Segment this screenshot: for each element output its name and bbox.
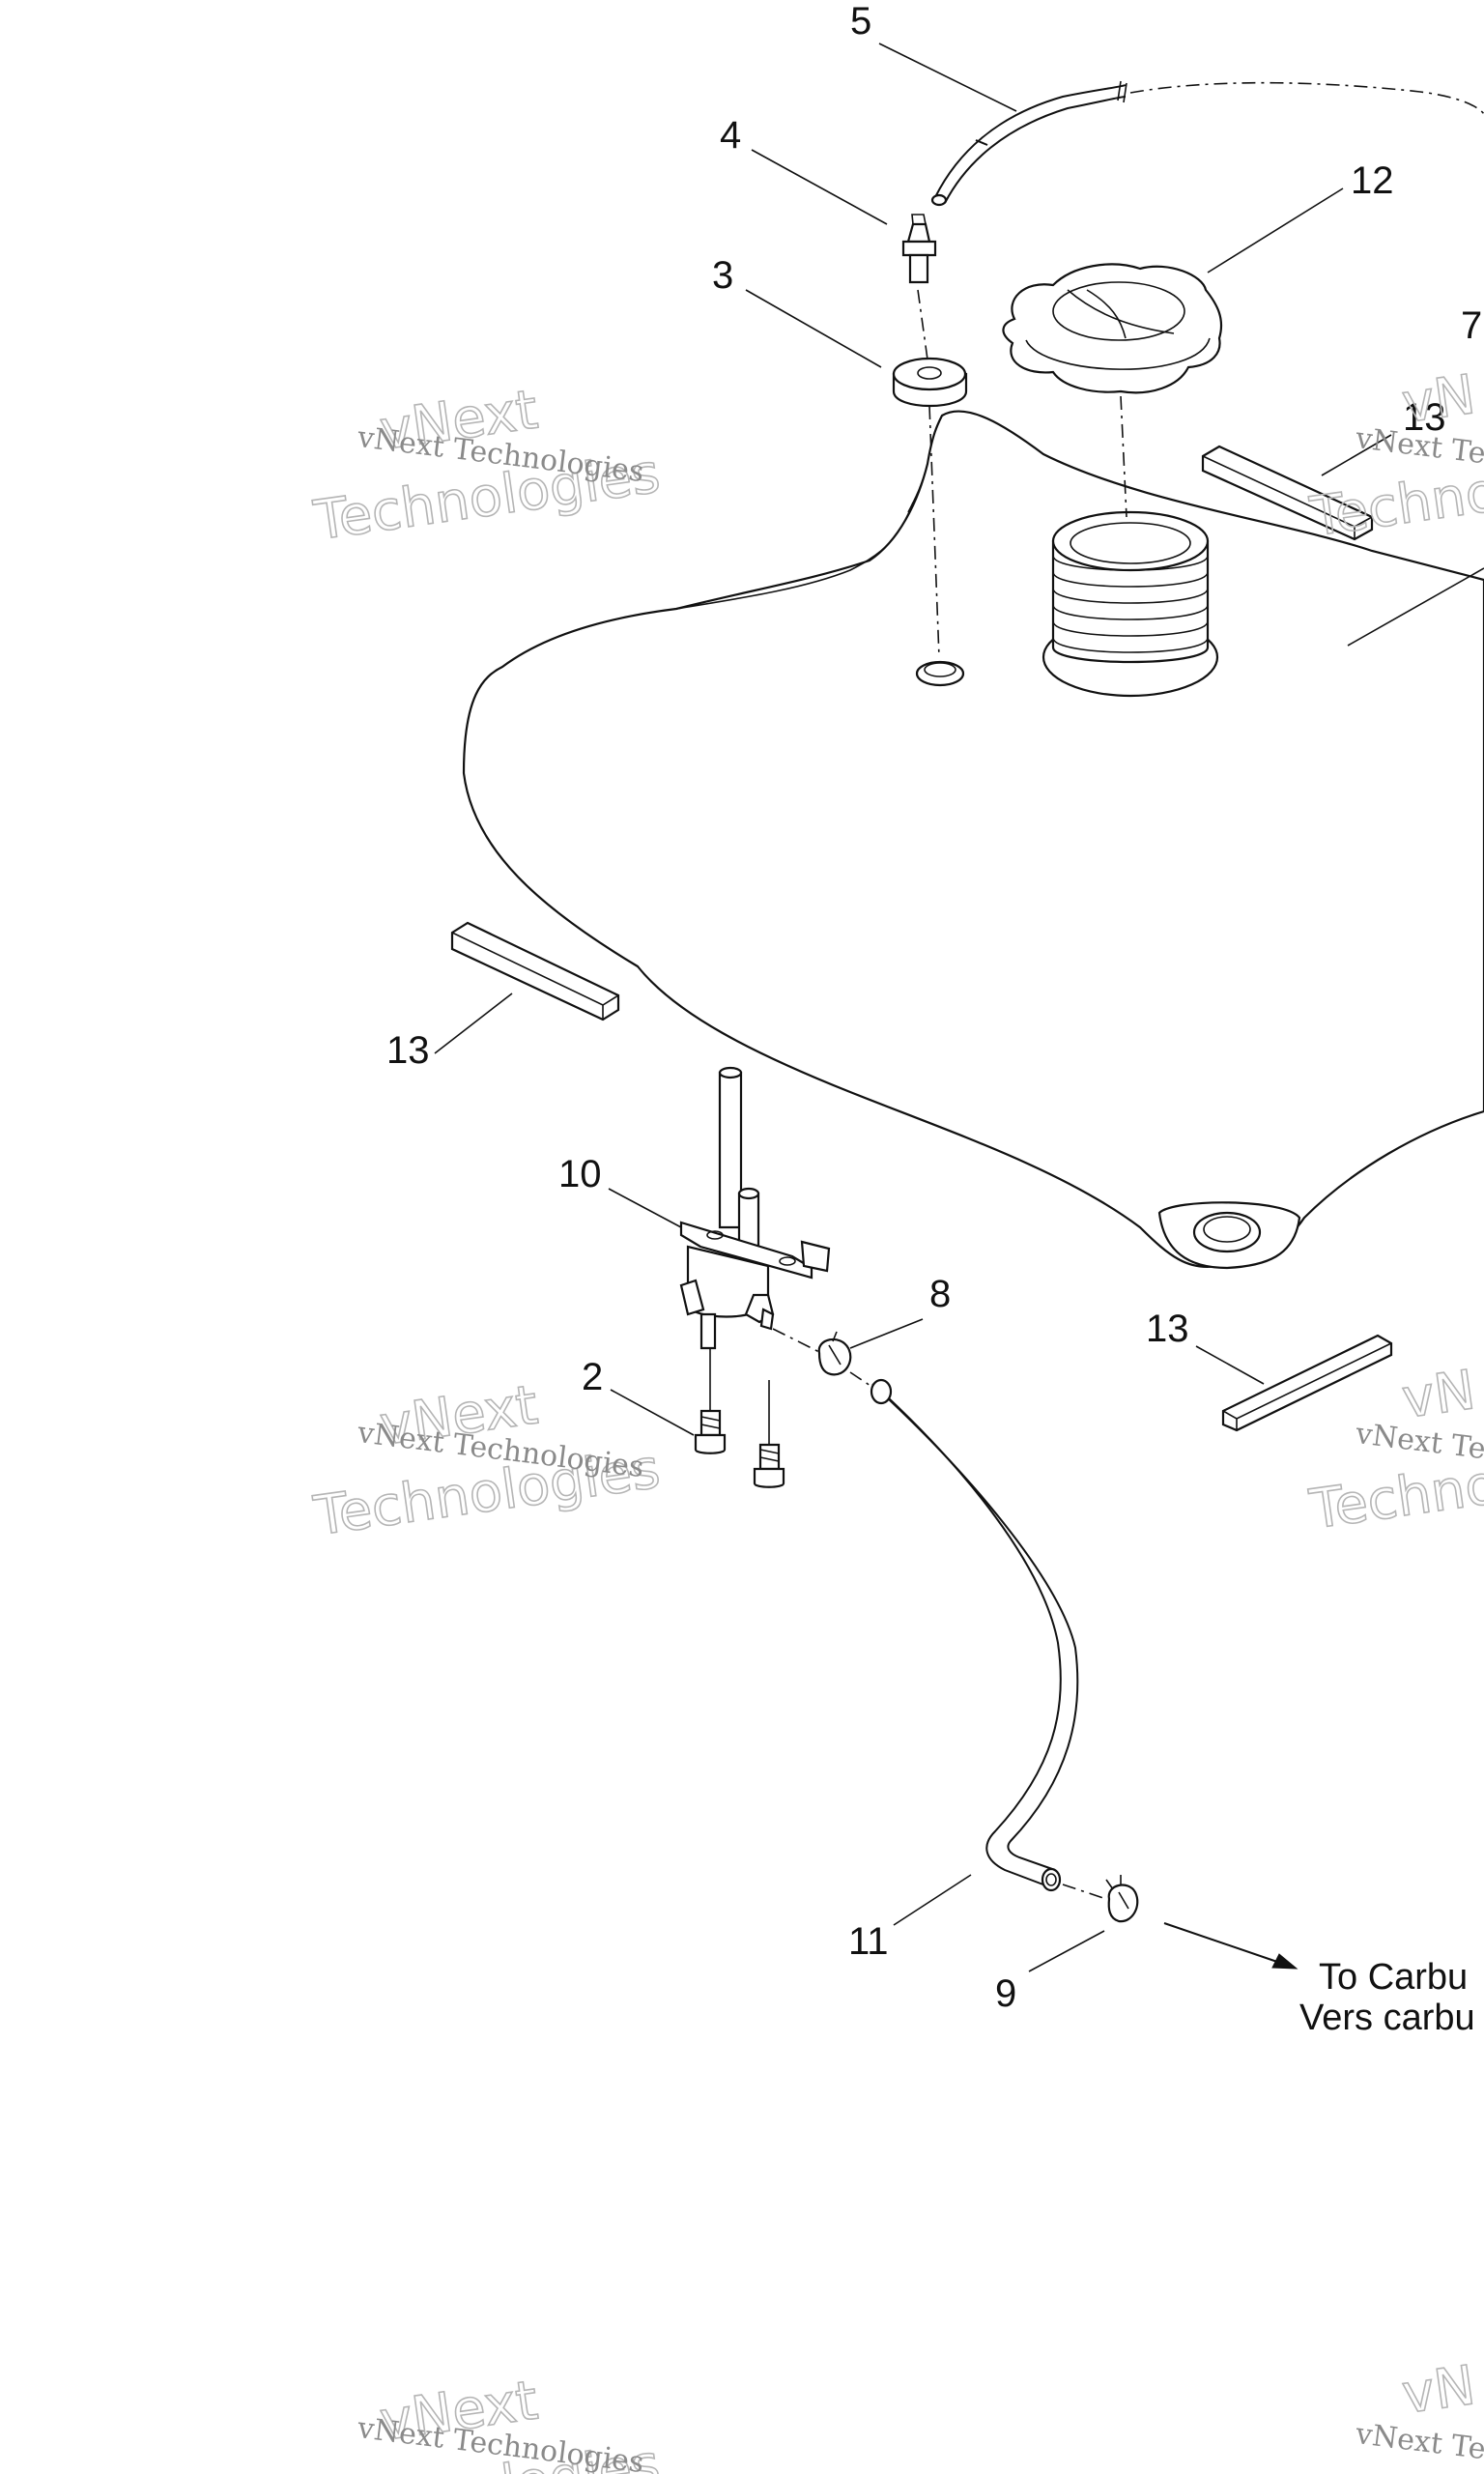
grommet-alignment-line [928, 405, 940, 658]
tank-ridge-line [675, 502, 914, 610]
cap-alignment-line [1120, 395, 1127, 518]
fitting-alignment-line [917, 289, 928, 360]
leader-13-left [434, 992, 513, 1054]
leader-11 [893, 1874, 972, 1926]
fuel-valve [679, 1066, 831, 1350]
carburetor-arrow-line [1163, 1922, 1278, 1963]
callout-2: 2 [582, 1356, 603, 1398]
leader-13-bottom-right [1195, 1345, 1265, 1385]
vent-grommet-hole [915, 660, 965, 687]
tank-ridge-line-2 [907, 463, 928, 513]
leader-8 [849, 1318, 924, 1349]
svg-text:Technol: Technol [1306, 458, 1484, 549]
svg-text:Technol: Technol [1305, 1451, 1484, 1541]
callout-4: 4 [720, 114, 741, 157]
destination-french: Vers carbu [1299, 1998, 1475, 2038]
callout-7: 7 [1461, 304, 1482, 347]
leader-10 [608, 1188, 682, 1228]
callout-10: 10 [558, 1153, 602, 1195]
screw-left [694, 1348, 727, 1454]
vent-fitting [901, 214, 937, 284]
pad-strip-top-right-edge [1202, 455, 1373, 539]
leader-tank [1347, 567, 1484, 647]
callout-13-bottom-right: 13 [1146, 1308, 1189, 1350]
svg-text:vN: vN [1398, 1359, 1478, 1431]
callout-5: 5 [850, 0, 871, 43]
watermark-top-right-small: vNext Te [1353, 421, 1484, 471]
fuel-hose [870, 1378, 1079, 1892]
vent-grommet-hole-inner [924, 662, 956, 677]
svg-text:vN: vN [1398, 363, 1478, 436]
filler-neck [1042, 510, 1219, 698]
leader-4 [751, 149, 888, 225]
callout-9: 9 [995, 1972, 1016, 2015]
pad-strip-top-right [1201, 445, 1374, 541]
pad-strip-bottom-right [1221, 1334, 1393, 1432]
callout-3: 3 [712, 254, 733, 297]
callout-11: 11 [848, 1920, 889, 1963]
callout-13-left: 13 [386, 1029, 430, 1072]
mounting-tab-hole [1192, 1211, 1262, 1253]
leader-3 [745, 289, 882, 368]
pad-strip-left-edge [451, 932, 619, 1020]
leader-5 [878, 43, 1017, 112]
callout-8: 8 [929, 1273, 951, 1315]
callout-12: 12 [1351, 159, 1394, 202]
vent-hose [930, 80, 1484, 207]
leader-9 [1028, 1930, 1105, 1972]
callout-13-top-right: 13 [1403, 396, 1446, 439]
destination-english: To Carbu [1319, 1957, 1468, 1998]
screw-right [753, 1380, 785, 1488]
vent-grommet [892, 357, 968, 407]
watermark-mid-right-small: vNext Te [1353, 1417, 1484, 1466]
leader-2 [610, 1389, 695, 1436]
watermark-bottom-right-small: vNext Te [1353, 2417, 1484, 2466]
hose-clamp-lower [1062, 1875, 1139, 1923]
svg-text:vN: vN [1398, 2354, 1478, 2427]
pad-strip-left [450, 921, 620, 1021]
leader-13-top-right [1321, 434, 1392, 476]
fuel-cap [1002, 263, 1223, 394]
carburetor-arrow-head [1271, 1953, 1298, 1970]
fuel-tank-body [462, 410, 1484, 1269]
hose-clamp-upper [817, 1331, 852, 1376]
pad-strip-bottom-right-edge [1222, 1342, 1392, 1430]
watermark-bottom-right: vN [1398, 2353, 1480, 2427]
mounting-tab-hole-inner [1203, 1216, 1251, 1243]
outlet-alignment-line [772, 1328, 822, 1354]
leader-12 [1207, 187, 1344, 273]
